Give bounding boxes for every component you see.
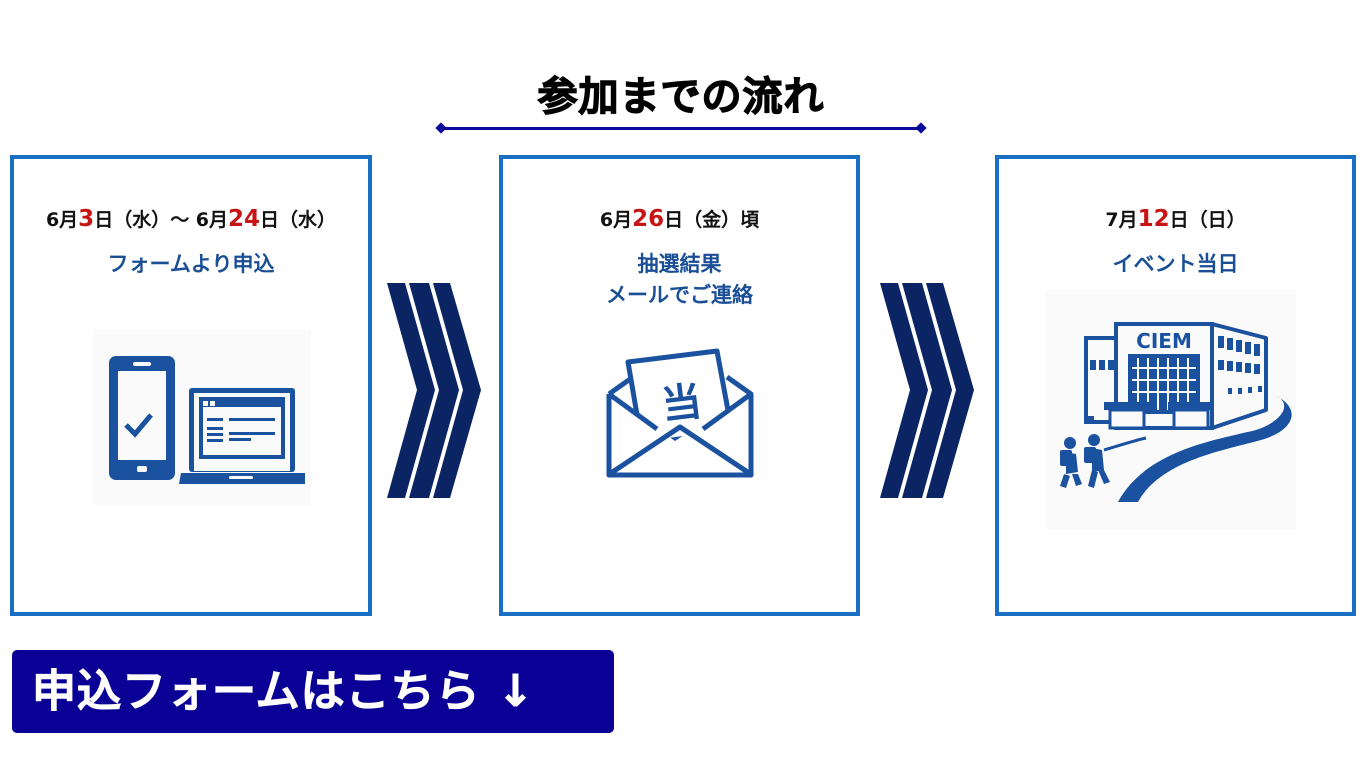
phone-laptop-form-icon	[93, 330, 311, 505]
date-highlight: 24	[228, 206, 261, 232]
date-text: 7月	[1105, 209, 1138, 231]
step-label: フォームより申込	[14, 249, 368, 280]
step-label-line: フォームより申込	[107, 252, 275, 276]
date-text: 6月	[599, 209, 633, 231]
step-label-line: 抽選結果	[637, 252, 722, 276]
date-highlight: 3	[78, 206, 95, 232]
page-title: 参加までの流れ	[537, 73, 825, 120]
chevron-right-icon	[880, 283, 974, 498]
chevron-right-icon	[387, 283, 481, 498]
title-divider	[444, 127, 918, 130]
svg-text:当: 当	[659, 379, 704, 430]
apply-form-button[interactable]: 申込フォームはこちら ↓	[12, 650, 614, 733]
date-text: 日（日）	[1169, 209, 1246, 231]
date-text: 6月	[45, 209, 79, 231]
step-card-event-day: 7月12日（日） イベント当日 CIEM	[995, 155, 1356, 616]
school-building-icon: CIEM	[1046, 290, 1296, 530]
step-card-apply: 6月3日（水）～ 6月24日（水） フォームより申込	[10, 155, 372, 616]
step-date: 7月12日（日）	[999, 205, 1352, 232]
step-label: 抽選結果 メールでご連絡	[503, 249, 856, 311]
step-card-lottery: 6月26日（金）頃 抽選結果 メールでご連絡 当	[499, 155, 860, 616]
date-text: 日（水）	[260, 209, 337, 231]
step-date: 6月26日（金）頃	[503, 205, 856, 232]
date-highlight: 12	[1137, 206, 1170, 232]
step-label: イベント当日	[999, 249, 1352, 280]
step-date: 6月3日（水）～ 6月24日（水）	[14, 205, 368, 232]
date-highlight: 26	[632, 206, 665, 232]
svg-text:CIEM: CIEM	[1136, 329, 1192, 353]
step-label-line: メールでご連絡	[606, 283, 753, 307]
date-text: 日（水）～ 6月	[94, 209, 229, 231]
date-text: 日（金）頃	[664, 209, 760, 231]
step-label-line: イベント当日	[1112, 252, 1239, 276]
divider-right-diamond-icon	[915, 122, 927, 134]
envelope-letter-icon: 当	[595, 337, 765, 483]
